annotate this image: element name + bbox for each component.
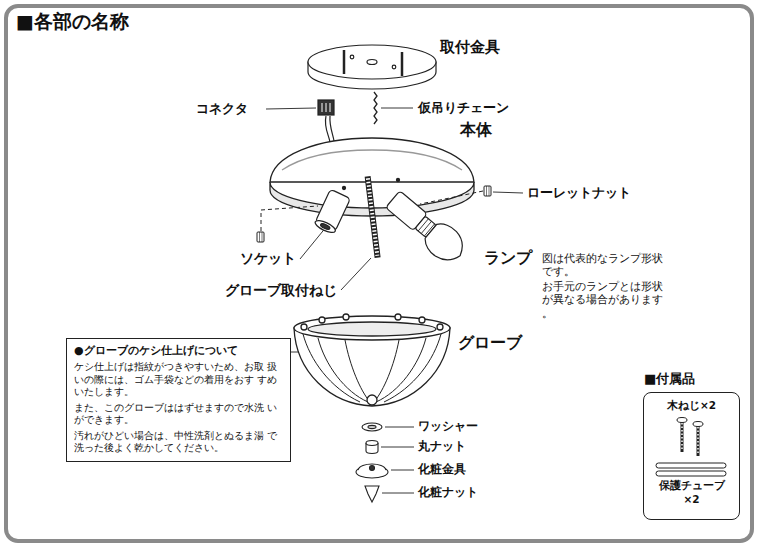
accessory-heading: ■付属品 — [644, 370, 695, 388]
small-parts — [356, 423, 388, 502]
note-box: ●グローブのケシ仕上げについてケシ仕上げは指紋がつきやすいため、お取 扱いの際に… — [66, 338, 291, 462]
socket — [314, 189, 351, 235]
lamp-note: 図は代表的なランプ形状 です。 — [542, 252, 672, 279]
part-label: ワッシャー — [418, 419, 478, 433]
knurled-nuts — [257, 186, 491, 242]
accessory-item: 木ねじ×2 — [656, 399, 728, 413]
part-label: 仮吊りチェーン — [418, 100, 509, 116]
part-label: ローレットナット — [527, 185, 631, 201]
mounting-plate — [308, 45, 436, 89]
part-label: 丸ナット — [418, 439, 466, 453]
part-label: ソケット — [240, 250, 296, 267]
globe-screw — [368, 176, 378, 257]
part-label: 本体 — [460, 120, 492, 139]
globe — [294, 314, 450, 406]
socket-with-lamp — [382, 187, 470, 269]
page-title: ■各部の名称 — [16, 10, 129, 33]
leader-lines — [266, 108, 523, 493]
part-label: コネクタ — [196, 101, 248, 117]
accessory-parts — [656, 418, 726, 477]
lamp-note: お手元のランプとは形状 が異なる場合があります。 — [542, 280, 672, 320]
note-text: 汚れがひどい場合は、中性洗剤とぬるま湯 で洗った後よく乾かしてください。 — [74, 430, 283, 455]
note-text: また、このグローブははずせますので水洗 いができます。 — [74, 402, 283, 427]
accessory-item: 保護チューブ ×2 — [656, 479, 728, 506]
part-label: 化粧金具 — [418, 462, 466, 476]
accessory-box: ■付属品木ねじ×2保護チューブ ×2 — [643, 392, 740, 520]
hanging-chain — [374, 92, 377, 124]
note-heading: ●グローブのケシ仕上げについて — [74, 344, 283, 358]
part-label: グローブ — [458, 333, 522, 352]
part-label: 化粧ナット — [418, 485, 478, 499]
part-label: ランプ — [484, 248, 532, 267]
note-text: ケシ仕上げは指紋がつきやすいため、お取 扱いの際には、ゴム手袋などの着用をおす … — [74, 361, 283, 399]
part-label: グローブ取付ねじ — [225, 282, 337, 299]
outer-frame — [6, 6, 752, 541]
part-label: 取付金具 — [440, 38, 500, 56]
